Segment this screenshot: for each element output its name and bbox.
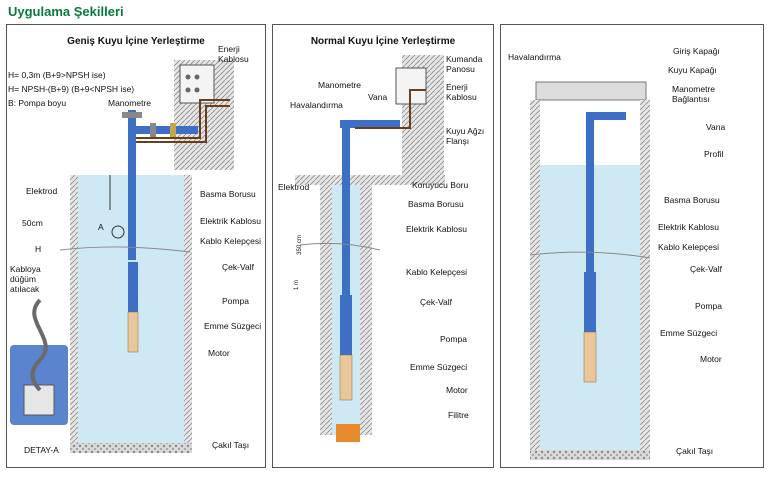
panel-2-drawing xyxy=(295,55,445,442)
label-marker-a: A xyxy=(98,222,104,232)
label-kabloya: Kabloya düğüm atılacak xyxy=(10,264,41,294)
label-manometre-baglantisi: Manometre Bağlantısı xyxy=(672,84,715,104)
label-manometre: Manometre xyxy=(108,98,151,108)
label-detay: DETAY-A xyxy=(24,445,59,455)
label-havalandirma: Havalandırma xyxy=(290,100,343,110)
label-kuyu-kapagi: Kuyu Kapağı xyxy=(668,65,717,75)
label-elektrik-kablosu: Elektrik Kablosu xyxy=(658,222,719,232)
panel-1-drawing xyxy=(10,60,234,453)
label-emme-suzgeci: Emme Süzgeci xyxy=(204,321,262,331)
gravel xyxy=(70,443,192,453)
label-50cm: 50cm xyxy=(22,218,43,228)
label-motor: Motor xyxy=(446,385,468,395)
label-vana: Vana xyxy=(706,122,726,132)
label-basma-borusu: Basma Borusu xyxy=(408,199,464,209)
label-dim-1m: 1 m xyxy=(294,279,301,291)
label-elektrik-kablosu: Elektrik Kablosu xyxy=(200,216,261,226)
label-vana: Vana xyxy=(368,92,388,102)
panel-title: Geniş Kuyu İçine Yerleştirme xyxy=(67,36,205,47)
page-title: Uygulama Şekilleri xyxy=(8,4,124,19)
label-elektrod: Elektrod xyxy=(26,186,58,196)
formula-line: H= NPSH-(B+9) (B+9<NPSH ise) xyxy=(8,84,135,94)
label-cek-valf: Çek-Valf xyxy=(690,264,722,274)
label-manometre: Manometre xyxy=(318,80,361,90)
label-elektrik-kablosu: Elektrik Kablosu xyxy=(406,224,467,234)
label-pompa: Pompa xyxy=(222,296,249,306)
label-basma-borusu: Basma Borusu xyxy=(664,195,720,205)
formula-line: H= 0,3m (B+9>NPSH ise) xyxy=(8,70,106,80)
label-profil: Profil xyxy=(704,149,724,159)
label-enerji-kablosu: Enerji Kablosu xyxy=(446,82,477,102)
label-pompa: Pompa xyxy=(695,301,722,311)
label-enerji-kablosu: Enerji Kablosu xyxy=(218,44,249,64)
label-pompa: Pompa xyxy=(440,334,467,344)
label-motor: Motor xyxy=(700,354,722,364)
control-box xyxy=(179,64,215,104)
panel-closed-well xyxy=(500,24,764,468)
label-kablo-kelepcesi: Kablo Kelepçesi xyxy=(406,267,467,277)
label-giris-kapagi: Giriş Kapağı xyxy=(673,46,720,56)
label-kumanda-panosu: Kumanda Panosu xyxy=(446,54,483,74)
label-havalandirma: Havalandırma xyxy=(508,52,561,62)
label-basma-borusu: Basma Borusu xyxy=(200,189,256,199)
label-cek-valf: Çek-Valf xyxy=(222,262,254,272)
label-kablo-kelepcesi: Kablo Kelepçesi xyxy=(200,236,261,246)
panel-3-drawing xyxy=(529,81,651,460)
label-filitre: Filitre xyxy=(448,410,469,420)
panel-normal-well: Normal Kuyu İçine Yerleştirme xyxy=(272,24,494,468)
label-elektrod: Elektrod xyxy=(278,182,310,192)
label-dim-350: 350 cm xyxy=(296,235,303,255)
label-cakil-tasi: Çakıl Taşı xyxy=(212,440,250,450)
label-kuyu-agzi-flansi: Kuyu Ağzı Flanşı xyxy=(446,126,485,146)
label-koruyucu-boru: Koruyucu Boru xyxy=(412,180,469,190)
label-cek-valf: Çek-Valf xyxy=(420,297,452,307)
label-emme-suzgeci: Emme Süzgeci xyxy=(660,328,718,338)
label-h: H xyxy=(35,244,42,254)
formula-line: B: Pompa boyu xyxy=(8,98,67,108)
label-motor: Motor xyxy=(208,348,230,358)
label-kablo-kelepcesi: Kablo Kelepçesi xyxy=(658,242,719,252)
panel-title: Normal Kuyu İçine Yerleştirme xyxy=(310,36,456,47)
label-cakil-tasi: Çakıl Taşı xyxy=(676,446,714,456)
panel-wide-well: Geniş Kuyu İçine Yerleştirme xyxy=(6,24,266,468)
label-emme-suzgeci: Emme Süzgeci xyxy=(410,362,468,372)
